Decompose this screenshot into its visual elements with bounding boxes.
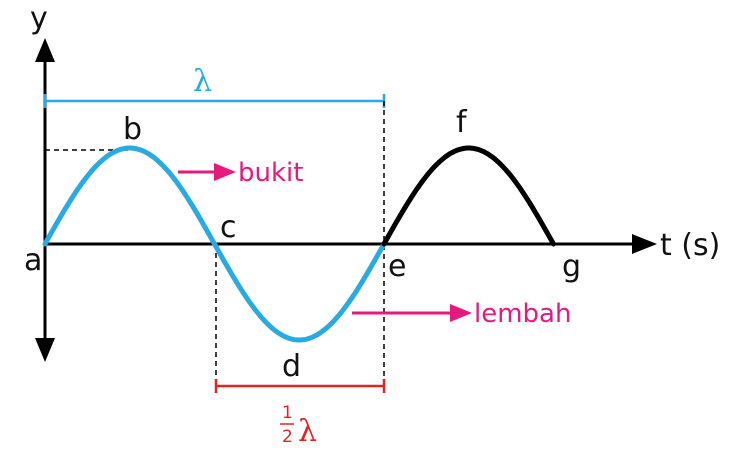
lambda-label: λ bbox=[193, 64, 212, 99]
wave-first-cycle bbox=[42, 145, 387, 343]
point-e-label: e bbox=[388, 249, 406, 284]
point-a-label: a bbox=[24, 243, 42, 278]
point-b-label: b bbox=[123, 112, 142, 147]
y-axis-arrow-down-icon bbox=[35, 338, 55, 362]
crest-annotation: bukit bbox=[178, 158, 303, 188]
y-axis-arrow-up-icon bbox=[35, 38, 55, 62]
trough-label: lembah bbox=[474, 299, 571, 329]
x-axis-arrow-icon bbox=[632, 234, 657, 254]
half-denominator: 2 bbox=[282, 427, 293, 447]
half-lambda-label: 1 2 λ bbox=[280, 403, 317, 449]
point-c-label: c bbox=[220, 210, 237, 245]
wave-second-crest bbox=[381, 145, 556, 247]
point-f-label: f bbox=[456, 105, 468, 140]
point-d-label: d bbox=[282, 349, 301, 384]
point-g-label: g bbox=[562, 249, 581, 284]
crest-label: bukit bbox=[238, 158, 303, 188]
trough-annotation: lembah bbox=[352, 299, 571, 329]
half-numerator: 1 bbox=[282, 403, 293, 423]
half-lambda-symbol: λ bbox=[298, 414, 317, 449]
x-axis-label: t (s) bbox=[660, 228, 720, 263]
y-axis-label: y bbox=[30, 1, 48, 36]
trough-arrow-icon bbox=[450, 304, 472, 322]
crest-arrow-icon bbox=[214, 163, 236, 181]
